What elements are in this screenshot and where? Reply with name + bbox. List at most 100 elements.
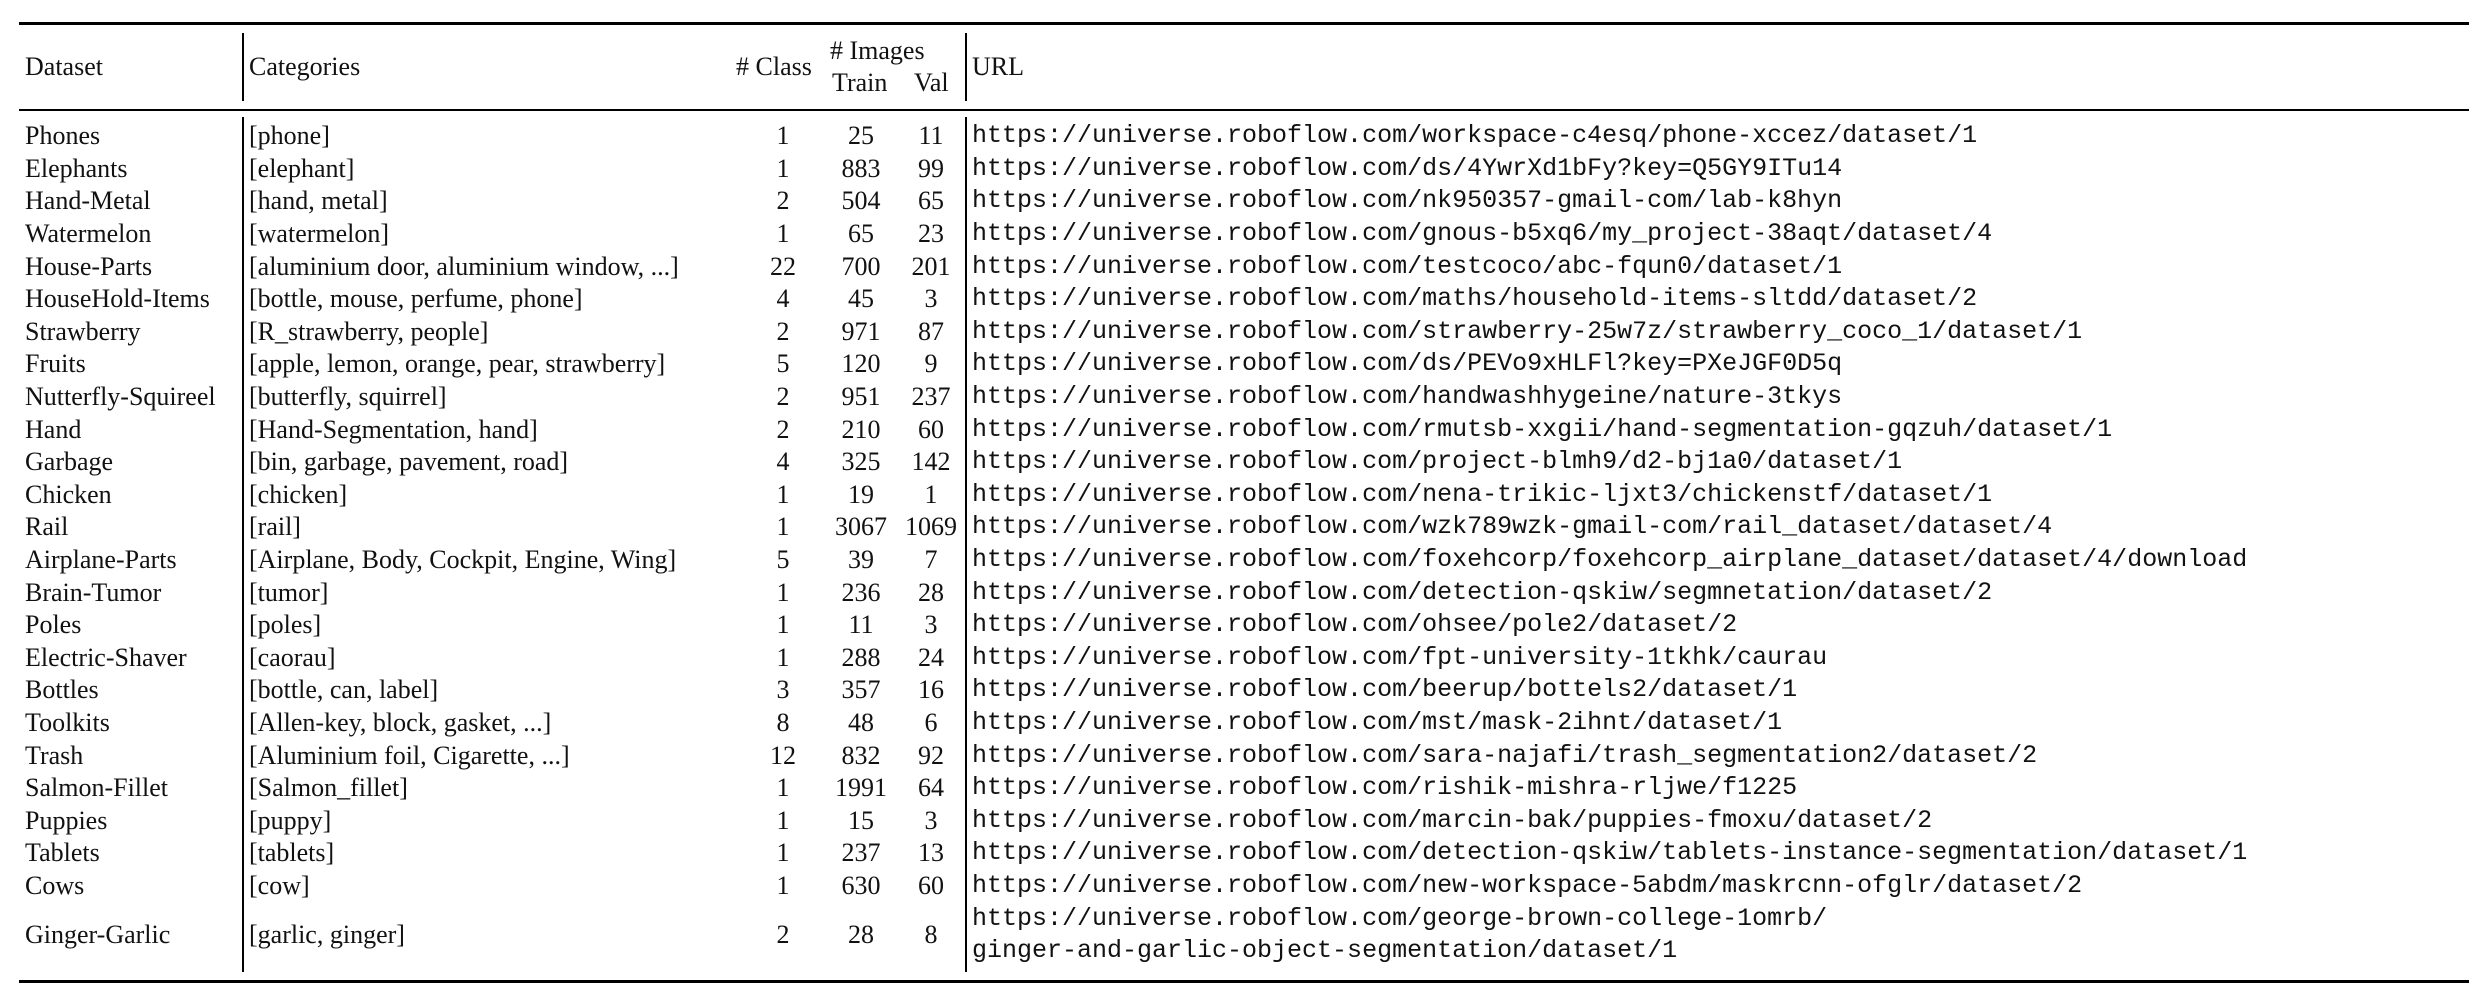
val-count-cell: 7 [924,545,938,575]
train-count-cell: 65 [848,219,874,249]
url-link[interactable]: https://universe.roboflow.com/handwashhy… [972,382,1843,412]
table-row: Nutterfly-Squireel[butterfly, squirrel]2… [4,381,2472,414]
val-count-cell: 60 [918,870,944,900]
url-link[interactable]: https://universe.roboflow.com/rmutsb-xxg… [972,414,2113,444]
url-cell: https://universe.roboflow.com/mst/mask-2… [972,707,2467,740]
header-images: # Images [830,36,925,65]
url-cell: https://universe.roboflow.com/george-bro… [972,902,2467,967]
val-count-cell: 28 [918,577,944,607]
url-link[interactable]: https://universe.roboflow.com/foxehcorp/… [972,545,2248,575]
url-cell: https://universe.roboflow.com/wzk789wzk-… [972,511,2467,544]
train-count-cell: 210 [841,414,881,444]
val-count-cell: 92 [918,740,944,770]
column-divider-url [965,33,967,101]
url-cell: https://universe.roboflow.com/new-worksp… [972,870,2467,903]
dataset-cell: Cows [25,870,85,900]
url-cell: https://universe.roboflow.com/rishik-mis… [972,772,2467,805]
dataset-cell: Ginger-Garlic [25,919,171,949]
url-link[interactable]: https://universe.roboflow.com/workspace-… [972,121,1978,151]
url-link[interactable]: https://universe.roboflow.com/new-worksp… [972,870,2083,900]
train-count-cell: 504 [841,186,881,216]
val-count-cell: 87 [918,316,944,346]
categories-cell: [Hand-Segmentation, hand] [249,414,538,444]
train-count-cell: 120 [841,349,881,379]
train-count-cell: 25 [848,121,874,151]
url-link[interactable]: https://universe.roboflow.com/ds/PEVo9xH… [972,349,1843,379]
url-cell: https://universe.roboflow.com/nena-triki… [972,479,2467,512]
class-count-cell: 4 [776,447,790,477]
val-count-cell: 3 [924,610,938,640]
url-link[interactable]: https://universe.roboflow.com/ds/4YwrXd1… [972,153,1843,183]
dataset-cell: Chicken [25,479,112,509]
dataset-cell: Airplane-Parts [25,545,177,575]
val-count-cell: 99 [918,153,944,183]
train-count-cell: 700 [841,251,881,281]
url-link[interactable]: https://universe.roboflow.com/gnous-b5xq… [972,219,1993,249]
url-link[interactable]: https://universe.roboflow.com/ohsee/pole… [972,610,1738,640]
url-link[interactable]: https://universe.roboflow.com/fpt-univer… [972,642,1828,672]
url-link[interactable]: https://universe.roboflow.com/maths/hous… [972,284,1978,314]
class-count-cell: 1 [776,577,790,607]
class-count-cell: 1 [776,805,790,835]
train-count-cell: 15 [848,805,874,835]
train-count-cell: 951 [841,382,881,412]
table-row: HouseHold-Items[bottle, mouse, perfume, … [4,283,2472,316]
url-link[interactable]: https://universe.roboflow.com/rishik-mis… [972,773,1798,803]
val-count-cell: 65 [918,186,944,216]
url-link[interactable]: https://universe.roboflow.com/strawberry… [972,316,2083,346]
train-count-cell: 39 [848,545,874,575]
class-count-cell: 1 [776,479,790,509]
url-link[interactable]: https://universe.roboflow.com/marcin-bak… [972,805,1933,835]
train-count-cell: 325 [841,447,881,477]
class-count-cell: 1 [776,870,790,900]
class-count-cell: 5 [776,349,790,379]
url-cell: https://universe.roboflow.com/detection-… [972,837,2467,870]
train-count-cell: 11 [848,610,874,640]
val-count-cell: 142 [911,447,951,477]
dataset-cell: Salmon-Fillet [25,773,168,803]
train-count-cell: 236 [841,577,881,607]
url-link[interactable]: https://universe.roboflow.com/project-bl… [972,447,1903,477]
url-link[interactable]: https://universe.roboflow.com/detection-… [972,577,1993,607]
url-cell: https://universe.roboflow.com/marcin-bak… [972,804,2467,837]
dataset-cell: Bottles [25,675,99,705]
column-divider-categories [242,33,244,101]
url-link[interactable]: https://universe.roboflow.com/testcoco/a… [972,251,1843,281]
url-link[interactable]: https://universe.roboflow.com/detection-… [972,838,2248,868]
val-count-cell: 201 [911,251,951,281]
class-count-cell: 12 [770,740,796,770]
categories-cell: [Allen-key, block, gasket, ...] [249,707,552,737]
url-link-continued[interactable]: ginger-and-garlic-object-segmentation/da… [972,935,1678,965]
url-link[interactable]: https://universe.roboflow.com/wzk789wzk-… [972,512,2053,542]
class-count-cell: 1 [776,838,790,868]
class-count-cell: 1 [776,610,790,640]
header-train: Train [832,68,888,97]
table-row: House-Parts[aluminium door, aluminium wi… [4,250,2472,283]
url-cell: https://universe.roboflow.com/maths/hous… [972,283,2467,316]
categories-cell: [bin, garbage, pavement, road] [249,447,569,477]
url-link[interactable]: https://universe.roboflow.com/nena-triki… [972,479,1993,509]
url-link[interactable]: https://universe.roboflow.com/sara-najaf… [972,740,2038,770]
val-count-cell: 3 [924,805,938,835]
categories-cell: [puppy] [249,805,332,835]
dataset-cell: Phones [25,121,101,151]
class-count-cell: 4 [776,284,790,314]
categories-cell: [butterfly, squirrel] [249,382,447,412]
categories-cell: [phone] [249,121,330,151]
url-link[interactable]: https://universe.roboflow.com/beerup/bot… [972,675,1798,705]
url-link[interactable]: https://universe.roboflow.com/nk950357-g… [972,186,1843,216]
val-count-cell: 6 [924,707,938,737]
train-count-cell: 48 [848,707,874,737]
class-count-cell: 2 [776,186,790,216]
url-cell: https://universe.roboflow.com/nk950357-g… [972,185,2467,218]
url-link[interactable]: https://universe.roboflow.com/mst/mask-2… [972,707,1783,737]
url-link[interactable]: https://universe.roboflow.com/george-bro… [972,903,1828,933]
